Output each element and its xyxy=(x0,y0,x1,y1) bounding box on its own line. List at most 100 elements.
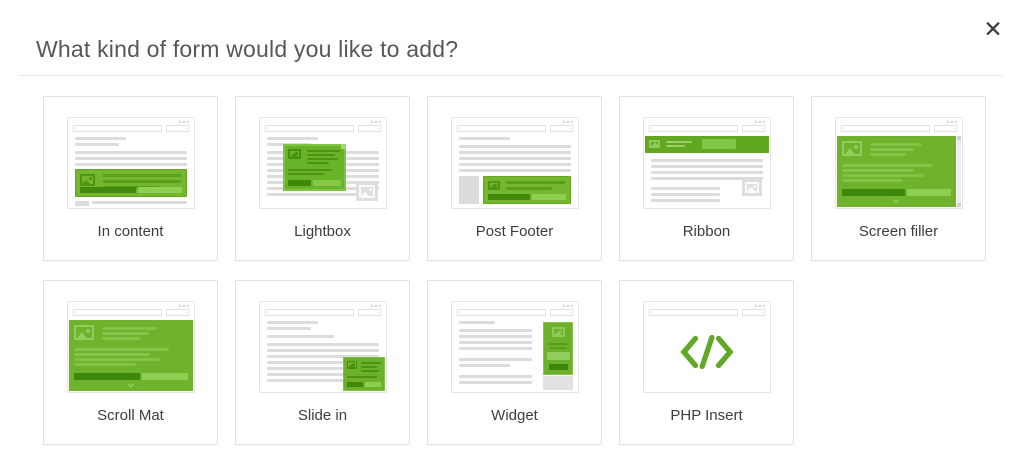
browser-secondary-field xyxy=(741,125,765,132)
image-icon xyxy=(73,325,94,340)
browser-address-bar xyxy=(264,125,354,132)
browser-menu-dots-icon xyxy=(570,121,573,123)
browser-menu-dots-icon xyxy=(762,305,765,307)
form-type-card-in-content[interactable]: In content xyxy=(43,96,218,261)
image-icon xyxy=(744,182,759,193)
form-type-card-scroll-mat[interactable]: Scroll Mat xyxy=(43,280,218,445)
secondary-button-shape xyxy=(532,194,566,200)
browser-menu-dots-icon xyxy=(762,121,765,123)
submit-button-shape xyxy=(287,180,311,186)
header-divider xyxy=(20,75,1003,76)
form-type-label: Screen filler xyxy=(858,223,939,240)
browser-secondary-field xyxy=(933,125,957,132)
form-type-label: Widget xyxy=(491,407,538,424)
form-type-label: Lightbox xyxy=(294,223,351,240)
inline-form-block xyxy=(74,169,187,197)
form-type-card-screen-filler[interactable]: Screen filler xyxy=(811,96,986,261)
submit-button-shape xyxy=(79,187,136,193)
lightbox-preview xyxy=(258,117,387,209)
form-buttons xyxy=(73,373,188,380)
form-type-label: Post Footer xyxy=(475,223,554,240)
image-icon xyxy=(346,361,357,369)
submit-button-shape xyxy=(841,189,905,196)
php-insert-preview xyxy=(642,301,771,393)
form-buttons xyxy=(841,189,951,196)
image-icon xyxy=(648,140,660,148)
form-type-label: Slide in xyxy=(297,407,348,424)
footer-row xyxy=(458,176,571,204)
browser-secondary-field xyxy=(357,125,381,132)
secondary-button-shape xyxy=(906,189,951,196)
browser-secondary-field xyxy=(741,309,765,316)
form-type-label: In content xyxy=(97,223,164,240)
image-placeholder xyxy=(355,182,378,201)
browser-chrome xyxy=(452,118,578,135)
ribbon-button-shape xyxy=(701,139,736,149)
browser-chrome xyxy=(260,302,386,319)
browser-chrome xyxy=(836,118,962,135)
browser-menu-dots-icon xyxy=(186,305,189,307)
form-type-label: Ribbon xyxy=(682,223,731,240)
secondary-button-shape xyxy=(141,373,188,380)
secondary-button-shape xyxy=(312,180,341,186)
sidebar-placeholder-block xyxy=(542,376,573,390)
page-skeleton xyxy=(74,137,187,206)
image-icon xyxy=(487,181,500,190)
post-footer-preview xyxy=(450,117,579,209)
image-icon xyxy=(841,141,862,156)
image-placeholder xyxy=(741,179,762,196)
partial-row xyxy=(74,201,187,206)
secondary-button-shape xyxy=(137,187,182,193)
lightbox-form-block xyxy=(282,144,346,191)
form-buttons xyxy=(346,382,381,387)
browser-address-bar xyxy=(456,125,546,132)
form-type-card-slide-in[interactable]: Slide in xyxy=(235,280,410,445)
browser-menu-dots-icon xyxy=(954,121,957,123)
text-line xyxy=(74,163,187,166)
browser-address-bar xyxy=(72,125,162,132)
in-content-preview xyxy=(66,117,195,209)
browser-secondary-field xyxy=(165,125,189,132)
form-type-card-php-insert[interactable]: PHP Insert xyxy=(619,280,794,445)
browser-menu-dots-icon xyxy=(570,305,573,307)
widget-form-block xyxy=(542,322,573,375)
secondary-button-shape xyxy=(364,382,381,387)
page-skeleton xyxy=(458,321,532,390)
close-icon[interactable]: ✕ xyxy=(976,12,1010,46)
browser-menu-dots-icon xyxy=(378,121,381,123)
widget-preview xyxy=(450,301,579,393)
slide-in-preview xyxy=(258,301,387,393)
footer-form-block xyxy=(482,176,571,204)
submit-button-shape xyxy=(487,194,531,200)
browser-address-bar xyxy=(72,309,162,316)
text-line xyxy=(74,137,127,140)
page-skeleton xyxy=(266,321,379,390)
chevron-down-icon xyxy=(892,196,900,205)
chevron-down-icon xyxy=(126,380,135,389)
image-icon xyxy=(551,327,565,337)
text-line xyxy=(74,143,120,146)
form-buttons xyxy=(487,194,566,200)
form-type-card-post-footer[interactable]: Post Footer xyxy=(427,96,602,261)
input-field-shape xyxy=(546,352,570,360)
browser-chrome xyxy=(260,118,386,135)
browser-secondary-field xyxy=(549,309,573,316)
browser-menu-dots-icon xyxy=(186,121,189,123)
page-skeleton xyxy=(458,137,571,206)
browser-address-bar xyxy=(456,309,546,316)
page-skeleton xyxy=(650,159,763,206)
form-type-card-lightbox[interactable]: Lightbox xyxy=(235,96,410,261)
browser-chrome xyxy=(68,118,194,135)
browser-address-bar xyxy=(648,125,738,132)
form-type-label: Scroll Mat xyxy=(97,407,164,424)
browser-address-bar xyxy=(648,309,738,316)
screen-filler-form-block xyxy=(836,136,956,207)
ribbon-form-block xyxy=(644,136,769,153)
browser-chrome xyxy=(68,302,194,319)
image-icon xyxy=(358,185,375,198)
form-type-card-widget[interactable]: Widget xyxy=(427,280,602,445)
form-type-card-ribbon[interactable]: Ribbon xyxy=(619,96,794,261)
form-type-grid: In content xyxy=(43,96,986,445)
browser-chrome xyxy=(452,302,578,319)
page-title: What kind of form would you like to add? xyxy=(36,36,459,62)
